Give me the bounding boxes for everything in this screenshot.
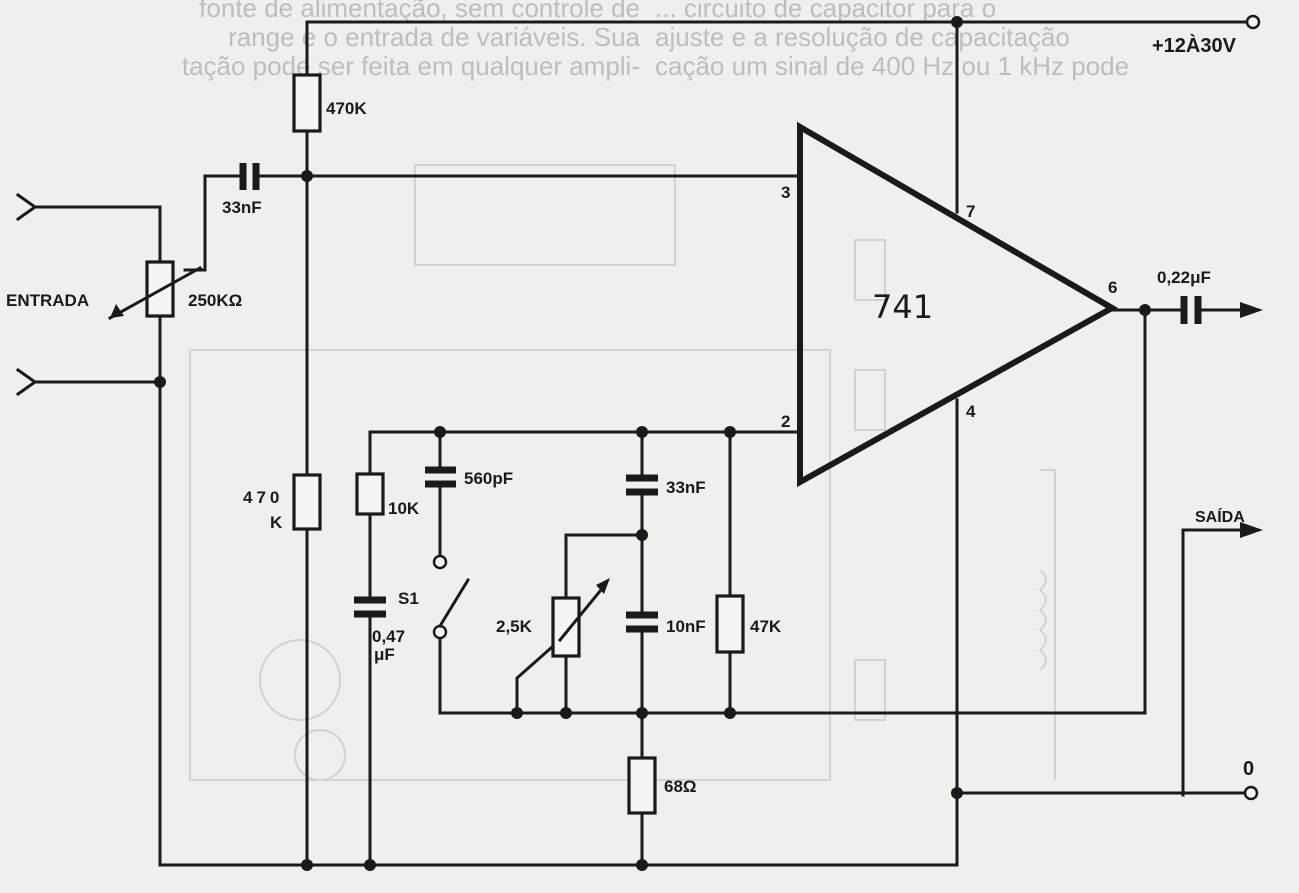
switch-s1-top-contact[interactable] (432, 554, 448, 570)
header-left-line-2: range e o entrada de variáveis. Sua (228, 22, 640, 52)
label-r-bias-top: 470K (326, 99, 367, 118)
header-left-line-1: fonte de alimentação, sem controle de (199, 0, 640, 23)
label-entrada: ENTRADA (6, 291, 89, 310)
wire-wiper-to-cap (183, 174, 240, 272)
resistor-10k (355, 472, 385, 516)
pin-2: 2 (781, 412, 790, 431)
pot-250k-arrowhead (110, 304, 124, 318)
pot-2k5[interactable] (551, 596, 581, 658)
input-arrow-bottom (15, 367, 38, 397)
wires (33, 20, 1252, 867)
label-c-560p: 560pF (464, 469, 513, 488)
header-right-line-3: cação um sinal de 400 Hz ou 1 kHz pode (655, 51, 1130, 81)
wire-saida (1181, 528, 1242, 797)
pin-3: 3 (781, 183, 790, 202)
label-ground: 0 (1243, 758, 1254, 780)
pin-7: 7 (966, 202, 975, 221)
cap-022uf-output (1180, 296, 1202, 324)
label-r-47k: 47K (750, 617, 782, 636)
header-text-left: fonte de alimentação, sem controle de ra… (0, 0, 640, 81)
header-text-right: ... circuito de capacitor para o ajuste … (655, 0, 1275, 81)
pot-2k5-arrowhead (596, 578, 610, 594)
resistor-47k (715, 594, 745, 654)
resistor-68ohm (627, 756, 657, 815)
header-right-line-1: ... circuito de capacitor para o (655, 0, 997, 23)
input-terminals (15, 192, 38, 397)
label-r-bias-bottom-2: K (270, 513, 283, 532)
pot-250k-arrow (107, 265, 203, 321)
resistor-470k-bottom (292, 473, 322, 531)
label-switch: S1 (398, 589, 419, 608)
pin-6: 6 (1108, 278, 1117, 297)
label-c-047-1: 0,47 (372, 627, 405, 646)
junction-dots (154, 16, 1151, 871)
label-opamp: 741 (872, 288, 933, 326)
ground-terminal[interactable] (1243, 785, 1259, 801)
label-supply: +12À30V (1152, 34, 1237, 57)
label-saida: SAÍDA (1195, 507, 1245, 526)
cap-33nf-feedback (626, 474, 658, 496)
switch-s1-lever[interactable] (437, 577, 471, 629)
label-r-bias-bottom-1: 470 (243, 488, 283, 507)
resistor-470k-top (292, 73, 322, 133)
wire-input-top (33, 205, 162, 264)
opamp-741 (797, 121, 1119, 488)
output-arrow (1240, 302, 1263, 318)
cap-560pf (425, 466, 456, 488)
saida-arrow (1240, 522, 1263, 538)
label-c-in: 33nF (222, 198, 262, 217)
supply-terminal[interactable] (1245, 14, 1261, 30)
label-c-out: 0,22μF (1157, 268, 1211, 287)
input-arrow-top (15, 192, 38, 222)
pot-2k5-arrow (557, 582, 608, 643)
cap-047uf (354, 596, 386, 618)
cap-33nf-input (239, 163, 260, 190)
header-right-line-2: ajuste e a resolução de capacitação (655, 22, 1070, 52)
label-r-10k: 10K (388, 499, 420, 518)
cap-10nf (626, 611, 658, 633)
label-pot-2k5: 2,5K (496, 617, 533, 636)
label-pot-in: 250KΩ (188, 291, 242, 310)
show-through-artwork (189, 164, 1056, 781)
label-r-68: 68Ω (664, 777, 697, 796)
wire-pot2k5-wiper (515, 637, 563, 715)
switch-s1-bottom-contact[interactable] (432, 624, 448, 640)
label-c-33n-fb: 33nF (666, 478, 706, 497)
wire-switch-bottom (438, 630, 1147, 715)
header-left-line-3: tação pode ser feita em qualquer ampli- (181, 51, 640, 81)
pin-4: 4 (966, 402, 976, 421)
label-c-10n: 10nF (666, 617, 706, 636)
label-c-047-2: μF (374, 645, 395, 664)
